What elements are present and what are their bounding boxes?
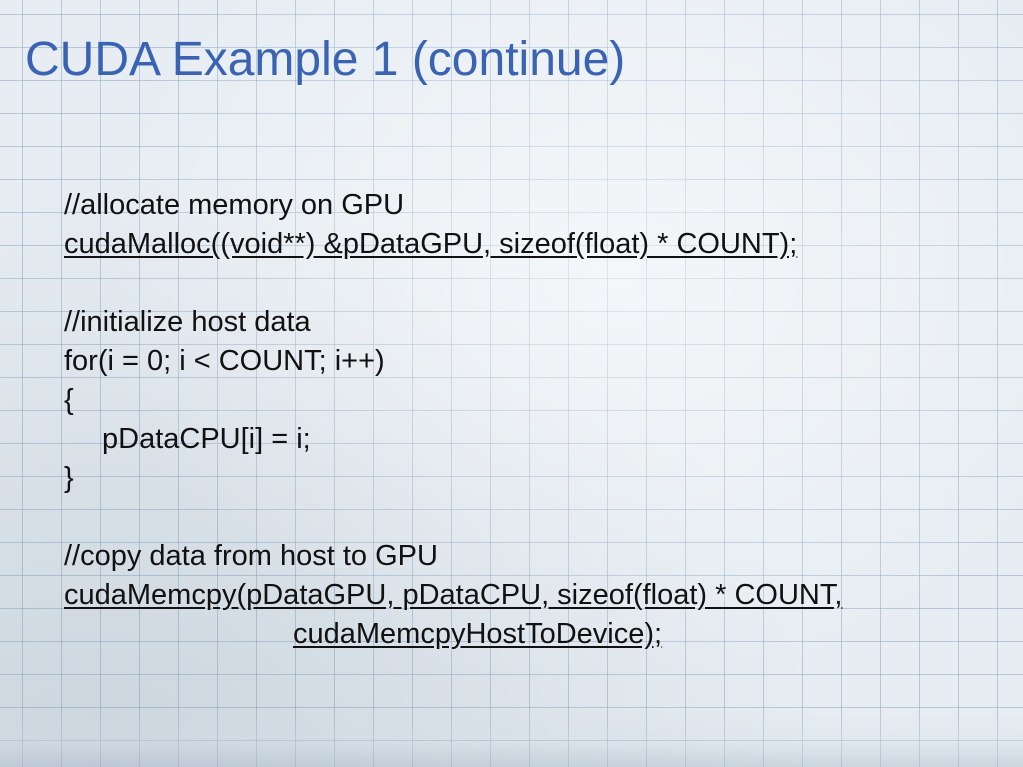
code-cuda-memcpy-text: cudaMemcpy(pDataGPU, pDataCPU, sizeof(fl…	[64, 579, 843, 611]
code-close-brace: }	[64, 462, 74, 494]
blank-line	[64, 498, 842, 537]
paper-edge-shading	[0, 707, 1023, 767]
comment-copy: //copy data from host to GPU	[64, 540, 438, 572]
code-open-brace: {	[64, 384, 74, 416]
code-cuda-malloc: cudaMalloc((void**) &pDataGPU, sizeof(fl…	[64, 228, 798, 260]
code-for-loop: for(i = 0; i < COUNT; i++)	[64, 345, 385, 377]
slide-title: CUDA Example 1 (continue)	[25, 33, 626, 86]
code-cuda-memcpy-continuation: cudaMemcpyHostToDevice);	[64, 615, 842, 654]
code-assign: pDataCPU[i] = i;	[102, 423, 311, 455]
comment-initialize: //initialize host data	[64, 306, 311, 338]
code-block: //allocate memory on GPU cudaMalloc((voi…	[64, 186, 842, 654]
code-cuda-memcpy-kind: cudaMemcpyHostToDevice);	[293, 618, 663, 650]
comment-allocate: //allocate memory on GPU	[64, 189, 405, 221]
code-cuda-memcpy: cudaMemcpy(pDataGPU, pDataCPU, sizeof(fl…	[64, 576, 842, 615]
blank-line	[64, 264, 842, 303]
